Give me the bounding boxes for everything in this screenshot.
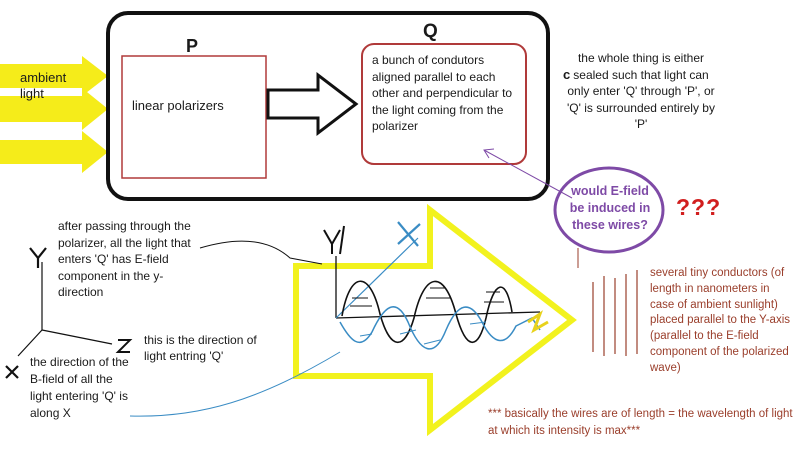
wave-x-marker: [397, 221, 421, 247]
q-box-text: a bunch of condutors aligned parallel to…: [372, 53, 513, 133]
outer-enclosure: [106, 11, 550, 201]
light-direction-big-arrow: [293, 203, 577, 437]
ambient-light-label: ambient light: [20, 70, 67, 101]
wave-y-marker: [323, 225, 345, 255]
light-direction-text: this is the direction of light entring '…: [144, 333, 257, 363]
after-passing-text: after passing through the polarizer, all…: [58, 219, 191, 299]
tiny-conductors: [592, 270, 638, 356]
conductors-note: several tiny conductors (of length in na…: [650, 267, 791, 374]
ambient-arrow-2: [0, 88, 108, 130]
wave-b-axis: [335, 237, 419, 319]
sealed-note: the whole thing is either sealed such th…: [567, 51, 715, 131]
stray-c: c: [563, 67, 571, 82]
ambient-arrow-3: [0, 131, 108, 173]
ambient-arrow-1: [0, 56, 108, 96]
ambient-light-arrows: [0, 56, 108, 173]
bfield-connector: [129, 351, 341, 417]
p-to-q-arrow: [266, 71, 359, 137]
q-box-title: Q: [423, 21, 438, 42]
p-box-text: linear polarizers: [132, 98, 224, 113]
question-text: would E-field be induced in these wires?: [569, 184, 651, 232]
wave-axes: [335, 256, 541, 319]
question-ellipse: [553, 166, 665, 254]
axis-x-mark: [5, 365, 19, 379]
e-field-hatching: [350, 287, 504, 307]
after-passing-connector: [199, 240, 323, 265]
axis-y-mark: [29, 247, 47, 268]
question-pointer: [483, 148, 573, 199]
p-box-title: P: [186, 36, 199, 56]
e-field-wave: [341, 280, 513, 344]
b-field-tail: [527, 310, 549, 334]
bottom-note: *** basically the wires are of length = …: [488, 408, 793, 437]
p-box: [121, 55, 267, 179]
q-box: [361, 43, 527, 165]
b-field-wave: [339, 306, 541, 350]
b-field-hatching: [359, 321, 487, 345]
coordinate-axes: [17, 262, 113, 357]
b-field-text: the direction of the B-field of all the …: [30, 355, 129, 420]
question-marks: ???: [676, 194, 722, 220]
axis-z-mark: [115, 339, 133, 353]
